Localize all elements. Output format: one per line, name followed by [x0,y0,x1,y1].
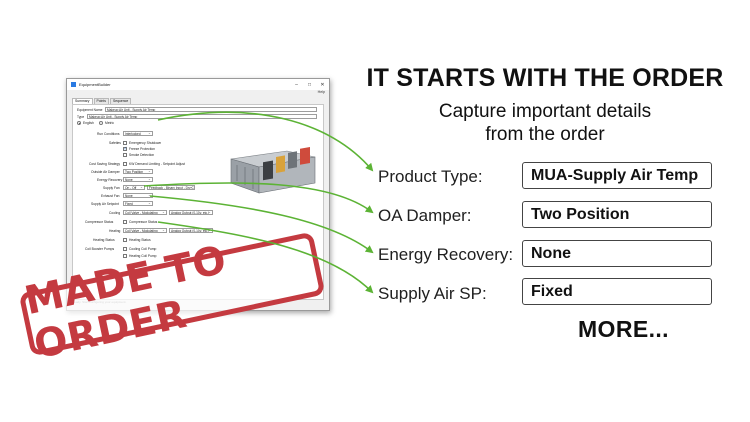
run-conditions-label: Run Conditions [97,132,120,136]
more-text: MORE... [578,316,669,342]
exhaust-fan-label: Exhaust Fan [101,194,120,198]
maximize-icon[interactable]: □ [307,81,312,88]
cost-saving-label: Cost Saving Strategy [89,162,120,166]
heating-output-select[interactable]: Analog Output (0-10v, etc.) [169,228,213,233]
coil-pumps-label: Coil Booster Pumps [85,247,115,251]
equipment-name-label: Equipment Name [77,108,103,112]
smoke-detection-label: Smoke Detection [129,153,155,157]
compressor-status-option: Compressor Status [129,220,158,224]
tab-sequence[interactable]: Sequence [109,98,132,104]
menu-bar: Help [67,90,329,97]
window-titlebar: EquipmentBuilder – □ ✕ [67,79,329,90]
emergency-shutdown-checkbox[interactable] [123,141,127,145]
subheading-line-1: Capture important details [438,101,652,122]
supply-air-sp-row-label: Supply Air SP: [378,284,487,303]
heating-coil-pump-checkbox[interactable] [123,254,127,258]
oa-damper-label: Outside Air Damper [91,170,120,174]
menu-help[interactable]: Help [317,90,325,94]
exhaust-fan-select[interactable]: None [123,193,153,198]
heating-status-label: Heating Status [93,238,115,242]
equipment-name-input[interactable]: Makeup Air Unit - Supply Air Temp [105,107,317,112]
freeze-protection-label: Freeze Protection [129,147,156,151]
close-icon[interactable]: ✕ [320,81,325,88]
heating-coil-pump-label: Heating Coil Pump [129,254,157,258]
oa-damper-select[interactable]: Two Position [123,169,153,174]
minimize-icon[interactable]: – [295,81,298,88]
cooling-coil-pump-label: Cooling Coil Pump [129,247,157,251]
english-label: English [83,121,94,125]
supply-air-sp-value: Fixed [522,278,712,305]
oa-damper-row-label: OA Damper: [378,206,472,225]
safeties-label: Safeties [109,141,121,145]
freeze-protection-checkbox[interactable] [123,146,127,151]
subheading-line-2: from the order [485,124,605,145]
metric-radio[interactable] [99,121,103,125]
supply-fan-feedback-select[interactable]: Feedback - Binary Input - Dry Contact [147,185,195,190]
run-conditions-select[interactable]: Interlocked [123,131,153,136]
supply-sp-select[interactable]: Fixed [123,201,153,206]
smoke-detection-checkbox[interactable] [123,153,127,157]
heating-label: Heating [109,229,121,233]
app-icon [71,82,76,87]
made-to-order-stamp: MADE TO ORDER [18,231,326,368]
subheading: Capture important details from the order [375,100,715,146]
window-title: EquipmentBuilder [79,82,111,87]
oa-damper-value: Two Position [522,201,712,228]
energy-recovery-value: None [522,240,712,267]
supply-fan-label: Supply Fan [103,186,120,190]
supply-fan-select[interactable]: On - Off [123,185,145,190]
energy-recovery-label: Energy Recovery [97,178,123,182]
heating-status-checkbox[interactable] [123,238,127,242]
tab-strip: Summary Points Sequence [72,98,132,104]
cooling-label: Cooling [109,211,121,215]
makeup-air-unit-image [230,147,316,194]
compressor-status-label: Compressor Status [85,220,114,224]
type-input[interactable]: Makeup Air Unit - Supply Air Temp [87,114,317,119]
cooling-coil-pump-checkbox[interactable] [123,247,127,251]
energy-recovery-row-label: Energy Recovery: [378,245,514,264]
compressor-status-checkbox[interactable] [123,220,127,224]
cooling-select[interactable]: Coil Valve - Modulating [123,210,167,215]
english-radio[interactable] [77,121,81,125]
supply-sp-label: Supply Air Setpoint [91,202,119,206]
heating-select[interactable]: Coil Valve - Modulating [123,228,167,233]
metric-label: Metric [105,121,114,125]
product-type-value: MUA-Supply Air Temp [522,162,712,189]
tab-points[interactable]: Points [93,98,109,104]
heating-status-option: Heating Status [129,238,151,242]
cooling-output-select[interactable]: Analog Output (0-10v, etc.) [169,210,213,215]
kw-demand-checkbox[interactable] [123,162,127,166]
product-type-label: Product Type: [378,167,483,186]
kw-demand-label: KW Demand Limiting - Setpoint Adjust [129,162,185,166]
emergency-shutdown-label: Emergency Shutdown [129,141,162,145]
energy-recovery-select[interactable]: None [123,177,153,182]
type-label: Type [77,115,85,119]
main-heading: IT STARTS WITH THE ORDER [366,64,724,92]
tab-summary[interactable]: Summary [72,98,93,104]
